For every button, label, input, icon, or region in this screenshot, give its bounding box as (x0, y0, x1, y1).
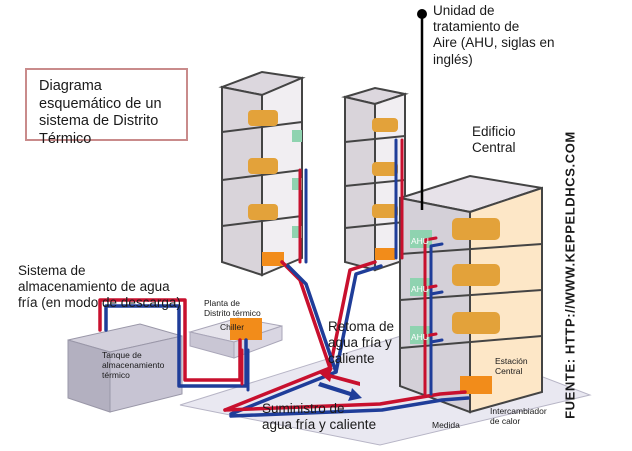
tower-left (218, 70, 306, 277)
supply-flow-arrow (318, 382, 362, 401)
return-flow-arrow (318, 368, 360, 386)
ahu-unit-label: AHU (411, 236, 429, 246)
supply-label: Suministro de agua fría y caliente (262, 401, 377, 433)
cold-pipe (104, 304, 248, 388)
cold-pipe (229, 396, 470, 418)
cold-pipe (429, 242, 444, 396)
people-figure (452, 312, 500, 334)
equipment-box (262, 252, 284, 266)
central-building-label: Edificio Central (472, 124, 516, 156)
ahu-callout-label: Unidad de tratamiento de Aire (AHU, sigl… (433, 3, 555, 67)
people-figure (248, 110, 278, 126)
heat-exchanger-label: Intercambiador de calor (490, 406, 547, 427)
cold-pipe (286, 264, 338, 374)
hot-pipe (423, 284, 438, 338)
ahu-unit-label: AHU (411, 332, 429, 342)
station-label: Estación Central (495, 356, 528, 377)
hot-pipe (98, 298, 242, 382)
chiller-unit (230, 318, 262, 340)
people-figure (452, 218, 500, 240)
hot-pipe (223, 260, 377, 412)
ahu-callout-dot (417, 9, 427, 19)
ahu-unit-label: AHU (411, 284, 429, 294)
cold-pipe (429, 290, 444, 344)
source-credit: FUENTE: HTTP://WWW.KEPPELDHCS.COM (562, 131, 578, 419)
chiller-label: Chiller (220, 322, 245, 332)
pipe-network (98, 138, 470, 418)
people-figure (248, 158, 278, 174)
diagram-title: Diagrama esquemático de un sistema de Di… (25, 68, 188, 147)
meter-label: Medida (432, 420, 460, 430)
hot-pipe (280, 260, 332, 370)
heat-exchanger-box (460, 376, 492, 394)
equipment-box (375, 248, 395, 260)
people-figure (452, 264, 500, 286)
storage-tank (67, 323, 183, 413)
return-label: Retoma de agua fría y caliente (328, 319, 395, 367)
people-figure (372, 118, 398, 132)
hot-pipe (223, 390, 467, 412)
cold-pipe (229, 264, 383, 416)
people-figure (248, 204, 278, 220)
people-figure (372, 204, 398, 218)
people-figure (372, 162, 398, 176)
central-building (399, 174, 543, 414)
storage-system-label: Sistema de almacenamiento de agua fría (… (18, 263, 181, 311)
plant-label: Planta de Distrito térmico (204, 298, 261, 319)
hot-pipe (423, 236, 438, 396)
tank-label: Tanque de almacenamiento térmico (102, 350, 165, 381)
